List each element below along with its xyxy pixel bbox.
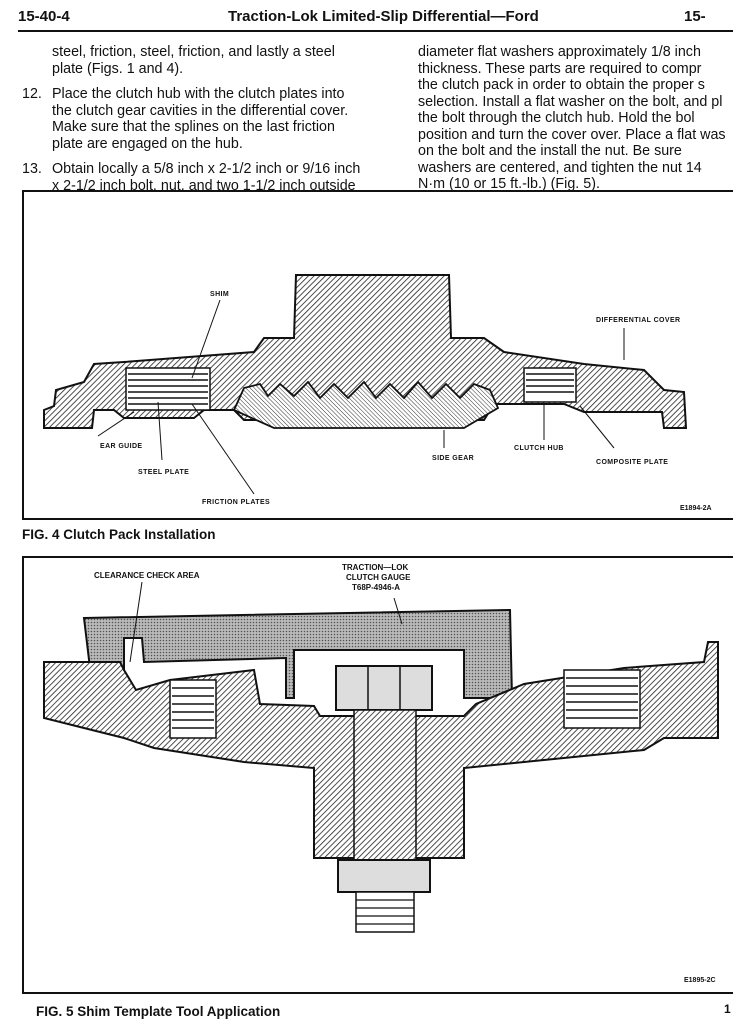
label-differential-cover: DIFFERENTIAL COVER bbox=[596, 317, 680, 324]
page-edge-mark: 1 bbox=[724, 1002, 731, 1016]
label-steel-plate: STEEL PLATE bbox=[138, 469, 189, 476]
figure-code: E1895-2C bbox=[684, 977, 716, 984]
text-line: on the bolt and the install the nut. Be … bbox=[418, 143, 682, 159]
label-side-gear: SIDE GEAR bbox=[432, 455, 474, 462]
label-ear-guide: EAR GUIDE bbox=[100, 443, 143, 450]
leader-lines bbox=[97, 299, 625, 495]
label-shim: SHIM bbox=[210, 291, 229, 298]
figure-5-frame: CLEARANCE CHECK AREA TRACTION—LOK CLUTCH… bbox=[22, 556, 733, 994]
figure-4-frame: SHIM DIFFERENTIAL COVER EAR GUIDE STEEL … bbox=[22, 190, 733, 520]
text-line: thickness. These parts are required to c… bbox=[418, 60, 702, 77]
page-title: Traction-Lok Limited-Slip Differential—F… bbox=[228, 8, 539, 25]
label-tool-line-2: CLUTCH GAUGE bbox=[346, 573, 411, 582]
nut bbox=[335, 665, 433, 711]
step-12: 12. Place the clutch hub with the clutch… bbox=[22, 86, 364, 152]
bolt-head bbox=[337, 859, 431, 893]
figure-code: E1894-2A bbox=[680, 505, 712, 512]
thread-lines bbox=[356, 899, 414, 925]
leader-lines bbox=[129, 581, 403, 663]
text-line: N·m (10 or 15 ft.-lb.) (Fig. 5). bbox=[418, 176, 600, 192]
step-number: 13. bbox=[22, 161, 42, 177]
step-number: 12. bbox=[22, 86, 42, 102]
left-column: steel, friction, steel, friction, and la… bbox=[22, 44, 364, 203]
side-gear-shape bbox=[232, 380, 500, 429]
figure-4-caption: FIG. 4 Clutch Pack Installation bbox=[22, 527, 216, 542]
text-line: the clutch pack in order to obtain the p… bbox=[418, 77, 705, 93]
step-13: 13. Obtain locally a 5/8 inch x 2-1/2 in… bbox=[22, 161, 364, 194]
right-clutch-pack bbox=[523, 367, 577, 403]
label-friction-plates: FRICTION PLATES bbox=[202, 499, 270, 506]
text-line: position and turn the cover over. Place … bbox=[418, 126, 726, 143]
clutch-pack-diagram: SHIM DIFFERENTIAL COVER EAR GUIDE STEEL … bbox=[43, 274, 712, 512]
text-line: selection. Install a flat washer on the … bbox=[418, 93, 723, 110]
left-plates bbox=[128, 373, 208, 405]
label-clearance-check-area: CLEARANCE CHECK AREA bbox=[94, 571, 200, 580]
page-number-right: 15- bbox=[684, 8, 706, 25]
left-clutch-pack bbox=[125, 367, 211, 411]
label-tool-line-3: T68P-4946-A bbox=[352, 583, 400, 592]
right-plates bbox=[526, 373, 574, 393]
clutch-gauge-tool bbox=[82, 608, 514, 699]
bolt-thread bbox=[355, 891, 415, 933]
step-text: Place the clutch hub with the clutch pla… bbox=[52, 86, 349, 152]
intro-text: steel, friction, steel, friction, and la… bbox=[52, 44, 335, 77]
figure-5-caption: FIG. 5 Shim Template Tool Application bbox=[36, 1004, 281, 1019]
label-composite-plate: COMPOSITE PLATE bbox=[596, 459, 668, 466]
bolt-shaft bbox=[353, 709, 417, 861]
left-plates bbox=[172, 687, 214, 729]
shim-template-diagram: CLEARANCE CHECK AREA TRACTION—LOK CLUTCH… bbox=[43, 563, 719, 984]
page-header: 15-40-4 Traction-Lok Limited-Slip Differ… bbox=[18, 8, 733, 32]
text-line: the bolt through the clutch hub. Hold th… bbox=[418, 110, 695, 126]
step-text: Obtain locally a 5/8 inch x 2-1/2 inch o… bbox=[52, 161, 361, 194]
label-tool-line-1: TRACTION—LOK bbox=[342, 563, 408, 572]
right-column: diameter flat washers approximately 1/8 … bbox=[418, 44, 733, 193]
text-line: washers are centered, and tighten the nu… bbox=[418, 159, 702, 176]
text-line: diameter flat washers approximately 1/8 … bbox=[418, 44, 701, 60]
right-plates bbox=[566, 677, 638, 719]
label-clutch-hub: CLUTCH HUB bbox=[514, 445, 564, 452]
intro-paragraph: steel, friction, steel, friction, and la… bbox=[22, 44, 364, 77]
page-number: 15-40-4 bbox=[18, 8, 70, 25]
header-rule bbox=[18, 30, 733, 32]
